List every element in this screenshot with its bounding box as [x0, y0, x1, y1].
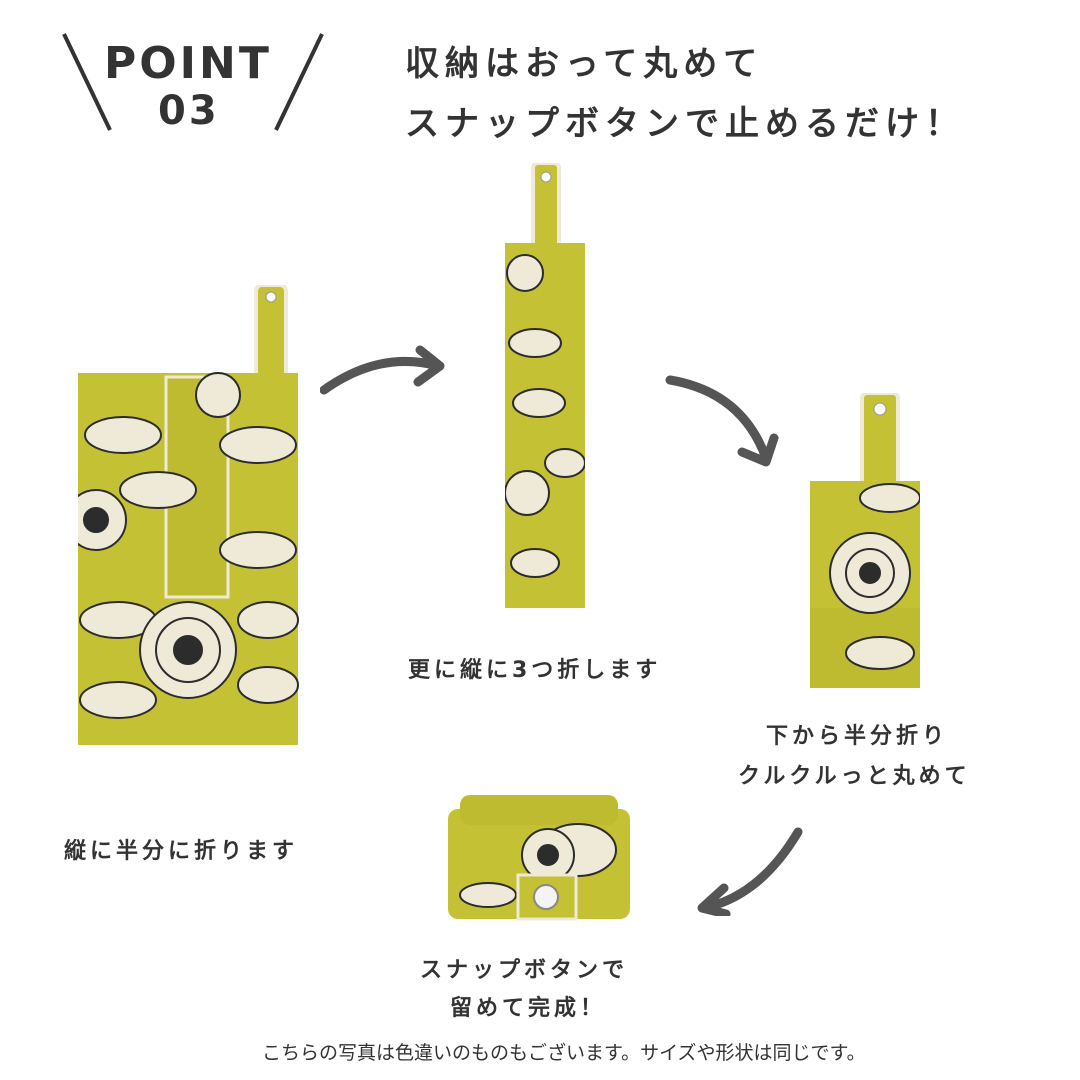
step4-caption-line-1: スナップボタンで: [420, 958, 629, 983]
point-number: 03: [158, 88, 220, 134]
point-label: POINT: [104, 38, 272, 89]
arrow-step3-to-step4-icon: [697, 827, 803, 916]
badge-right-slash: [274, 33, 324, 131]
step3-caption-line-2: クルクルっと丸めて: [738, 764, 971, 789]
step3-photo: [810, 393, 920, 688]
headline-line-2: スナップボタンで止めるだけ！: [405, 104, 965, 144]
badge-left-slash: [62, 33, 112, 131]
headline-line-1: 収納はおって丸めて: [405, 44, 764, 84]
footer-note: こちらの写真は色違いのものもございます。サイズや形状は同じです。: [262, 1042, 866, 1064]
step2-caption: 更に縦に3つ折します: [408, 658, 662, 683]
arrow-step2-to-step3-icon: [665, 375, 779, 467]
step4-caption-line-2: 留めて完成！: [450, 996, 607, 1021]
step2-photo: [505, 163, 585, 608]
snap-button-icon: [533, 884, 559, 910]
step3-caption-line-1: 下から半分折り: [766, 724, 949, 749]
step1-caption: 縦に半分に折ります: [64, 839, 299, 864]
step1-photo: [78, 285, 299, 745]
step4-photo: [448, 795, 630, 921]
arrow-step1-to-step2-icon: [320, 345, 445, 395]
point-badge: [62, 33, 324, 131]
